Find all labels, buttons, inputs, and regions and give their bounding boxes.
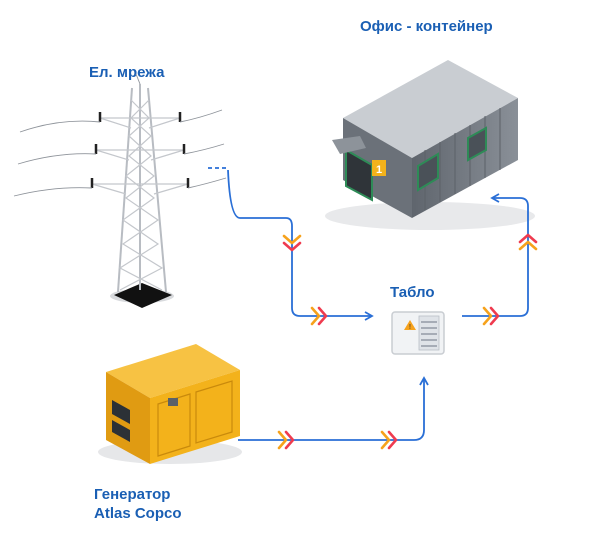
switchboard-label: Табло xyxy=(390,284,435,301)
generator-label-line1: Генератор xyxy=(94,486,171,503)
chevron-up-icon xyxy=(518,233,538,251)
switchboard-icon: ! xyxy=(391,311,445,355)
flow-chevrons xyxy=(277,233,538,450)
container-number-badge: 1 xyxy=(376,164,382,176)
office-container-label: Офис - контейнер xyxy=(360,18,493,35)
generator-label-line2: Atlas Copco xyxy=(94,505,182,522)
generator-label: Генератор Atlas Copco xyxy=(94,485,182,523)
chevron-down-icon xyxy=(282,234,302,252)
grid-to-panel-line xyxy=(227,169,374,321)
chevron-right-icon xyxy=(277,430,295,450)
flow-lines xyxy=(208,167,529,441)
svg-text:!: ! xyxy=(409,324,411,331)
panel-to-office-line xyxy=(462,193,529,317)
power-tower-icon xyxy=(13,73,227,308)
chevron-right-icon xyxy=(380,430,398,450)
chevron-right-icon xyxy=(310,306,328,326)
generator-icon xyxy=(98,344,242,464)
office-container-icon: 1 xyxy=(325,60,535,230)
power-grid-label: Ел. мрежа xyxy=(89,64,165,81)
chevron-right-icon xyxy=(482,306,500,326)
generator-to-panel-line xyxy=(238,376,429,441)
